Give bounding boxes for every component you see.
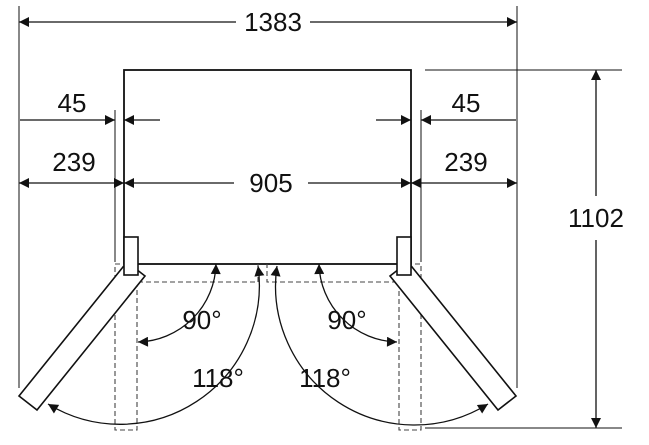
dimension-left-offset: 45 xyxy=(20,88,160,125)
dimension-right-offset: 45 xyxy=(376,88,516,125)
dimension-left-clearance: 239 xyxy=(19,147,124,188)
dimension-depth: 1102 xyxy=(568,70,624,428)
right-hinge xyxy=(396,236,412,276)
left-hinge xyxy=(123,236,139,276)
right-door xyxy=(388,236,518,412)
body-width-label: 905 xyxy=(249,168,292,198)
depth-label: 1102 xyxy=(568,203,624,233)
right-outer-angle-label: 118° xyxy=(299,363,351,393)
left-outer-angle-label: 118° xyxy=(192,363,244,393)
angle-left-inner: 90° xyxy=(137,263,222,347)
left-inner-angle-label: 90° xyxy=(182,305,221,335)
angle-left-outer: 118° xyxy=(47,265,265,425)
angle-right-inner: 90° xyxy=(314,263,398,347)
door-swing-outline xyxy=(114,263,422,431)
dimension-right-clearance: 239 xyxy=(411,147,517,188)
right-clearance-label: 239 xyxy=(444,147,487,177)
dimension-body-width: 905 xyxy=(124,168,411,198)
angle-right-outer: 118° xyxy=(270,265,489,426)
right-offset-label: 45 xyxy=(452,88,481,118)
overall-width-label: 1383 xyxy=(244,7,302,37)
left-offset-label: 45 xyxy=(58,88,87,118)
right-inner-angle-label: 90° xyxy=(327,305,366,335)
left-door xyxy=(17,236,147,412)
fridge-body xyxy=(123,69,412,265)
dimension-overall-width: 1383 xyxy=(19,7,517,37)
left-clearance-label: 239 xyxy=(52,147,95,177)
